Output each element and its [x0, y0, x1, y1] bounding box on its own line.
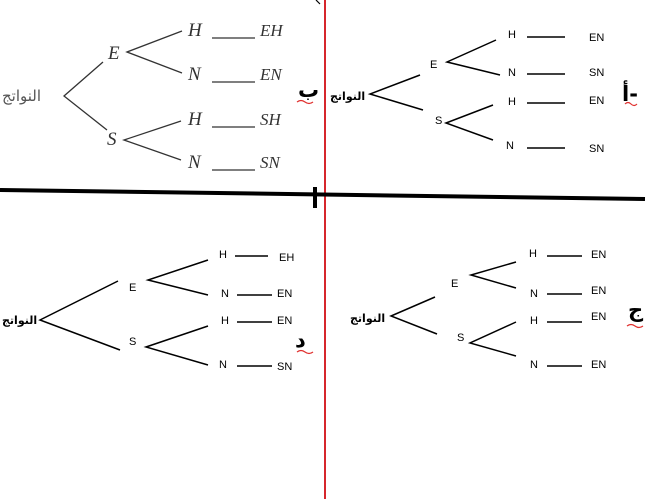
tree-b-lines — [62, 30, 255, 171]
node-a-n1: N — [508, 67, 516, 79]
node-d-s: S — [129, 336, 137, 348]
horizontal-divider — [0, 188, 646, 201]
outcome-a-2: SN — [589, 67, 605, 79]
outcome-a-1: EN — [589, 32, 605, 44]
node-d-h2: H — [221, 315, 229, 327]
node-j-h2: H — [530, 315, 538, 327]
node-d-h1: H — [219, 249, 227, 261]
node-b-e: E — [108, 43, 120, 64]
label-underlines — [296, 99, 644, 355]
outcome-j-1: EN — [591, 249, 607, 261]
outcome-d-3: EN — [277, 315, 293, 327]
node-a-h1: H — [508, 29, 516, 41]
node-d-e: E — [129, 282, 137, 294]
root-label-d: النواتج — [2, 314, 38, 327]
node-j-s: S — [457, 332, 465, 344]
node-b-s: S — [107, 129, 117, 150]
outcome-j-3: EN — [591, 311, 607, 323]
node-b-h1: H — [188, 20, 202, 41]
root-label-b: النواتج — [2, 87, 42, 105]
panel-label-a: أ- — [622, 82, 638, 106]
outcome-a-4: SN — [589, 143, 605, 155]
outcome-b-4: SN — [260, 153, 280, 172]
node-j-e: E — [451, 278, 459, 290]
node-j-n1: N — [530, 288, 538, 300]
tree-j-lines — [389, 255, 582, 367]
node-j-n2: N — [530, 359, 538, 371]
node-b-n2: N — [188, 152, 201, 173]
outcome-d-1: EH — [279, 252, 295, 264]
node-a-h2: H — [508, 96, 516, 108]
node-a-e: E — [430, 59, 438, 71]
outcome-a-3: EN — [589, 95, 605, 107]
node-b-n1: N — [188, 64, 201, 85]
panel-label-j: ج — [628, 298, 644, 322]
node-j-h1: H — [529, 248, 537, 260]
tree-a-lines — [367, 36, 565, 149]
panel-label-d: د — [295, 328, 306, 352]
outcome-b-1: EH — [260, 21, 283, 40]
outcome-d-4: SN — [277, 361, 293, 373]
node-a-n2: N — [506, 140, 514, 152]
outcome-j-2: EN — [591, 285, 607, 297]
top-tick — [315, 0, 321, 5]
outcome-b-2: EN — [260, 65, 282, 84]
outcome-b-3: SH — [260, 110, 281, 129]
node-d-n2: N — [219, 359, 227, 371]
node-d-n1: N — [221, 288, 229, 300]
outcome-j-4: EN — [591, 359, 607, 371]
tree-d-lines — [38, 255, 272, 367]
panel-label-b: ب — [298, 78, 320, 102]
outcome-d-2: EN — [277, 288, 293, 300]
node-a-s: S — [435, 115, 443, 127]
node-b-h2: H — [188, 109, 202, 130]
root-label-j: النواتج — [350, 312, 386, 325]
root-label-a: النواتج — [330, 90, 366, 103]
